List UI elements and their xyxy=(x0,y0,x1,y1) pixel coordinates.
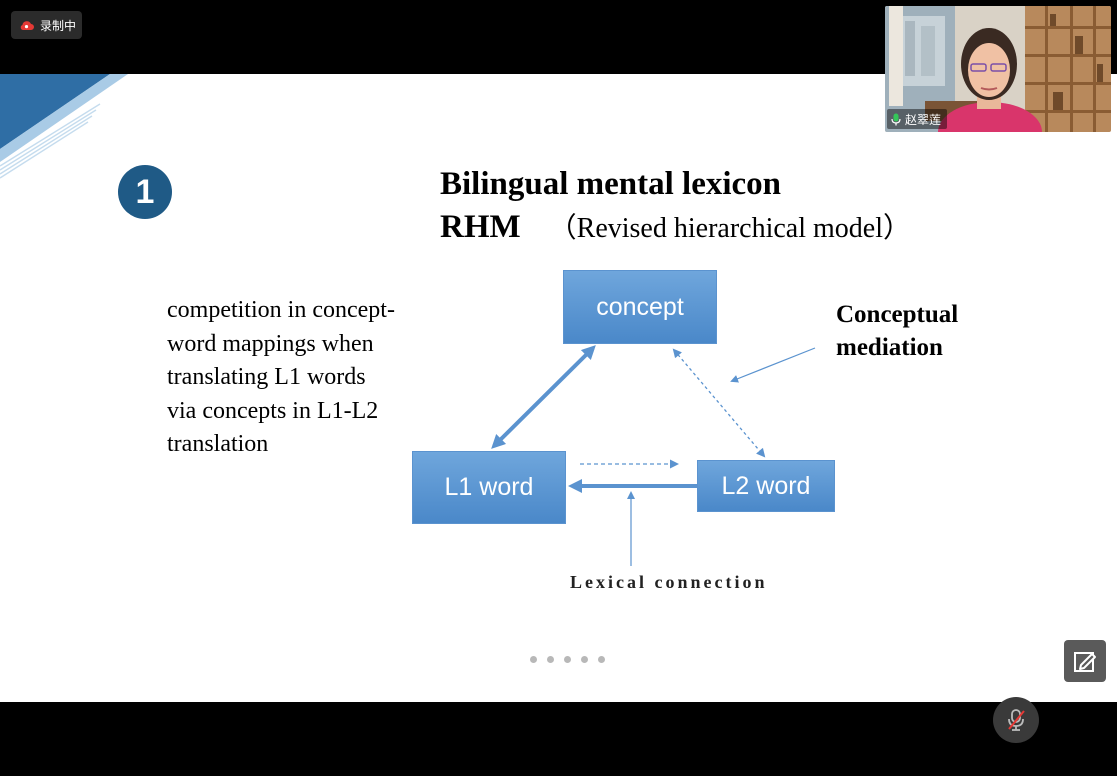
slide-body-text: competition in concept-word mappings whe… xyxy=(167,297,395,457)
mute-toggle-button[interactable] xyxy=(993,697,1039,743)
participant-video-frame xyxy=(885,6,1111,132)
annotate-icon xyxy=(1074,652,1096,672)
participant-name-tag: 赵翠莲 xyxy=(887,109,948,129)
title-model-name: （Revised hierarchical model） xyxy=(548,213,911,244)
concept-box: concept xyxy=(563,270,717,344)
page-dot[interactable] xyxy=(581,656,588,663)
recording-label: 录制中 xyxy=(40,18,77,33)
lexical-connection-label: Lexical connection xyxy=(570,572,768,592)
slide-title: Bilingual mental lexicon xyxy=(440,166,782,202)
participant-video[interactable]: 赵翠莲 xyxy=(885,6,1111,132)
title-rhm: RHM xyxy=(440,209,521,245)
page-dot[interactable] xyxy=(530,656,537,663)
pointer-conceptual-mediation xyxy=(730,347,816,383)
arrow-concept-l2 xyxy=(672,348,766,458)
participant-name: 赵翠莲 xyxy=(905,112,942,127)
rhm-diagram-arrows xyxy=(491,345,816,566)
conceptual-mediation-line2: mediation xyxy=(836,334,943,361)
slide-subtitle: RHM （Revised hierarchical model） xyxy=(440,206,911,246)
cloud-record-icon xyxy=(20,21,34,30)
slide-page-dots[interactable] xyxy=(530,656,605,663)
slide-corner-decoration xyxy=(0,74,128,179)
shared-slide: 1 Bilingual mental lexicon RHM （Revised h… xyxy=(0,74,1117,702)
page-dot[interactable] xyxy=(547,656,554,663)
conceptual-mediation-label: Conceptual mediation xyxy=(836,298,958,364)
l2-word-box: L2 word xyxy=(697,460,835,512)
mic-muted-icon xyxy=(1008,709,1025,731)
recording-badge[interactable]: 录制中 xyxy=(11,11,82,39)
page-dot[interactable] xyxy=(564,656,571,663)
conceptual-mediation-line1: Conceptual xyxy=(836,301,959,328)
arrow-concept-l1 xyxy=(491,345,596,449)
slide-number-badge: 1 xyxy=(118,165,172,219)
annotate-button[interactable] xyxy=(1064,640,1106,682)
l1-word-box: L1 word xyxy=(412,451,566,524)
mic-on-icon xyxy=(891,113,901,125)
page-dot[interactable] xyxy=(598,656,605,663)
